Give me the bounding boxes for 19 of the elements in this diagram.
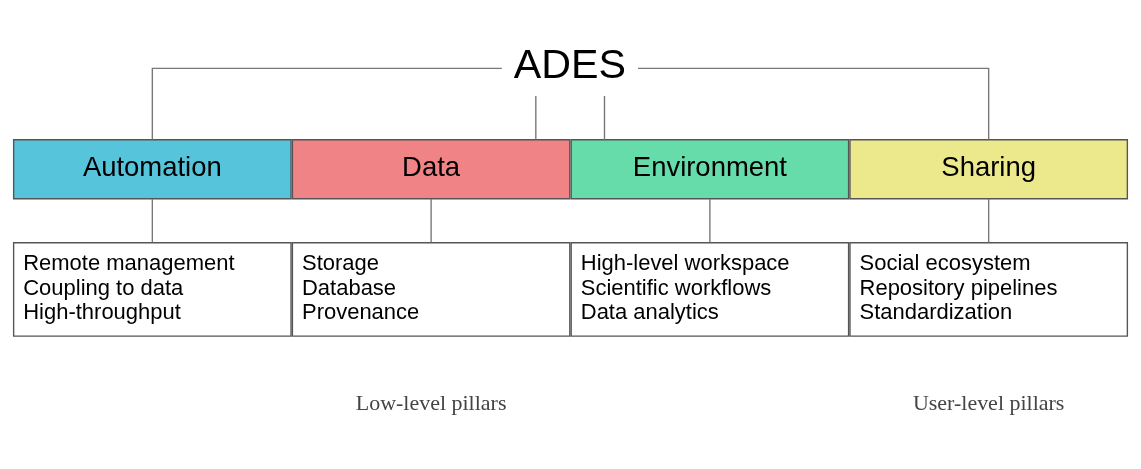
node-box: Data [291, 139, 571, 200]
label: User-level pillars [912, 390, 1065, 416]
node-box: Automation [12, 139, 292, 200]
connector [151, 67, 503, 141]
connector [535, 95, 537, 141]
connector [637, 67, 990, 141]
node-box: Storage Database Provenance [291, 242, 571, 337]
connector [151, 198, 153, 243]
label: Low-level pillars [355, 390, 507, 416]
node-box: Social ecosystem Repository pipelines Standardization [849, 242, 1129, 337]
connector [709, 198, 711, 243]
connector [430, 198, 432, 243]
connector [603, 95, 606, 141]
node-text: ADES [513, 40, 626, 87]
node-box: Environment [570, 139, 850, 200]
node-box: High-level workspace Scientific workflows Data analytics [570, 242, 850, 337]
node-box: Sharing [849, 139, 1129, 200]
connector [988, 198, 990, 243]
node-box: Remote management Coupling to data High-throughput [12, 242, 292, 337]
